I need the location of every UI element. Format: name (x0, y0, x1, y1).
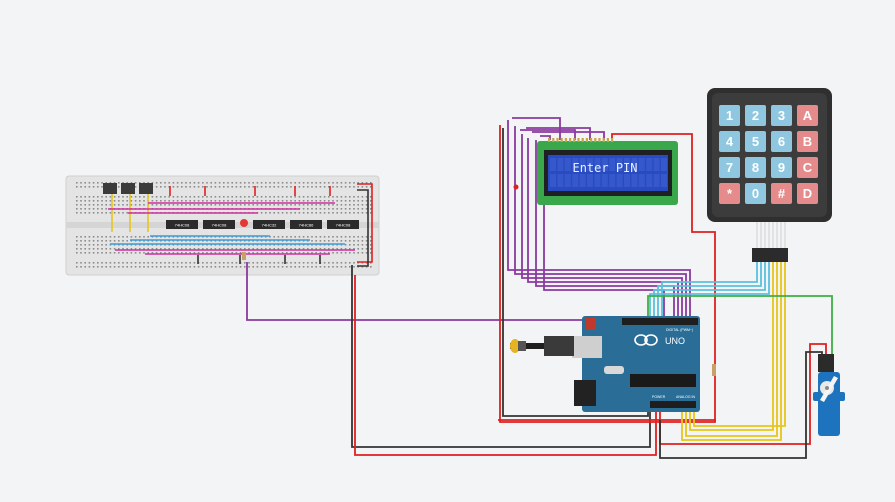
keypad-key[interactable]: 3 (771, 105, 792, 126)
usb-cable (510, 336, 574, 356)
arduino-uno[interactable]: UNO DIGITAL (PWM~) POWER ANALOG IN (572, 316, 716, 412)
keypad-key[interactable]: B (797, 131, 818, 152)
keypad-ribbon (756, 222, 786, 248)
breadboard[interactable]: 74HC08 74HC08 74HC32 74HC86 74HC08 (65, 175, 380, 276)
servo-motor[interactable] (813, 354, 845, 436)
chip-label: 74HC08 (212, 223, 227, 228)
keypad-key-label: 2 (752, 108, 759, 123)
keypad-key-label: 6 (778, 134, 785, 149)
keypad-key[interactable]: 7 (719, 157, 740, 178)
keypad-key-label: # (778, 186, 786, 201)
keypad-key-label: * (727, 186, 733, 201)
lcd-display[interactable]: Enter PIN (537, 138, 678, 205)
keypad-key[interactable]: A (797, 105, 818, 126)
keypad-key-label: 3 (778, 108, 785, 123)
keypad-key-label: 7 (726, 160, 733, 175)
power-jack (574, 380, 596, 406)
keypad-key[interactable]: 2 (745, 105, 766, 126)
keypad[interactable]: 1 2 3 A 4 5 6 B 7 8 9 C * 0 # D (707, 88, 832, 262)
keypad-key[interactable]: # (771, 183, 792, 204)
wires (246, 117, 833, 459)
resistor (242, 252, 246, 260)
logic-chip: 74HC86 (290, 220, 322, 229)
switches[interactable] (103, 183, 153, 194)
lcd-text: Enter PIN (572, 161, 637, 175)
breadboard-wires (108, 183, 373, 267)
keypad-key-label: 1 (726, 108, 733, 123)
keypad-key-label: C (803, 160, 813, 175)
keypad-key-label: D (803, 186, 812, 201)
chip-label: 74HC08 (175, 223, 190, 228)
digital-header (622, 318, 698, 325)
lcd-pixel-grid (550, 158, 667, 187)
chip-label: 74HC86 (299, 223, 314, 228)
power-analog-header (650, 401, 696, 408)
resistor-arduino (712, 364, 716, 376)
chip-label: 74HC32 (262, 223, 277, 228)
keypad-key-label: 8 (752, 160, 759, 175)
keypad-connector (752, 248, 788, 262)
keypad-key[interactable]: 6 (771, 131, 792, 152)
keypad-key-label: A (803, 108, 813, 123)
keypad-key-label: 0 (752, 186, 759, 201)
logic-chip: 74HC08 (327, 220, 359, 229)
keypad-key[interactable]: 4 (719, 131, 740, 152)
chip-label: 74HC08 (336, 223, 351, 228)
crystal (604, 366, 624, 374)
arduino-logo-icon (634, 334, 648, 346)
power-label: POWER (652, 395, 666, 399)
keypad-key-label: 4 (726, 134, 734, 149)
digital-label: DIGITAL (PWM~) (666, 328, 693, 332)
reset-button[interactable] (586, 318, 596, 330)
keypad-key-label: B (803, 134, 812, 149)
keypad-key[interactable]: 1 (719, 105, 740, 126)
keypad-key-label: 5 (752, 134, 759, 149)
keypad-key[interactable]: C (797, 157, 818, 178)
led[interactable] (240, 219, 248, 260)
atmega-chip (630, 374, 696, 387)
keypad-key[interactable]: 9 (771, 157, 792, 178)
logic-chip: 74HC08 (166, 220, 198, 229)
logic-chip: 74HC32 (253, 220, 285, 229)
keypad-key[interactable]: * (719, 183, 740, 204)
analog-label: ANALOG IN (676, 395, 696, 399)
logic-chips: 74HC08 74HC08 74HC32 74HC86 74HC08 (166, 220, 359, 229)
usb-port (572, 336, 602, 358)
keypad-key[interactable]: 5 (745, 131, 766, 152)
keypad-key[interactable]: D (797, 183, 818, 204)
keypad-key-label: 9 (778, 160, 785, 175)
lcd-pins (548, 138, 614, 142)
keypad-key[interactable]: 0 (745, 183, 766, 204)
keypad-keys[interactable]: 1 2 3 A 4 5 6 B 7 8 9 C * 0 # D (719, 105, 818, 204)
keypad-key[interactable]: 8 (745, 157, 766, 178)
logic-chip: 74HC08 (203, 220, 235, 229)
arduino-brand: UNO (665, 336, 685, 346)
